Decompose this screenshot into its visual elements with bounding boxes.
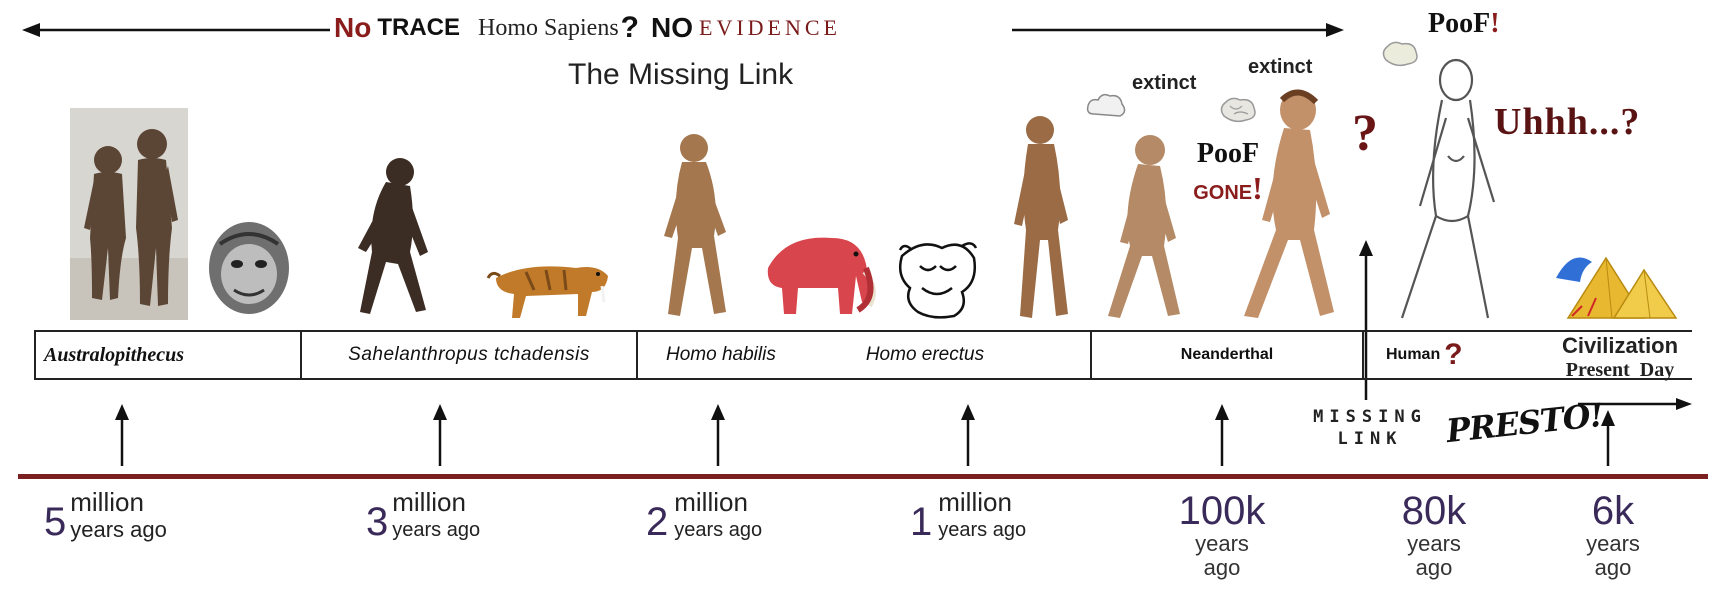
australopithecus-pair-figure — [70, 108, 188, 320]
time-1-unit: million — [70, 490, 167, 514]
time-3-num: 2 — [646, 500, 668, 545]
time-2-num: 3 — [366, 500, 388, 545]
time-label-4: 1 million years ago — [910, 490, 1026, 545]
time-4-num: 1 — [910, 500, 932, 545]
time-1-sub: years ago — [70, 518, 167, 542]
timeline-arrow-1 — [110, 404, 134, 466]
time-1-num: 5 — [44, 500, 66, 545]
time-5-num: 100k — [1164, 490, 1280, 532]
uhhh-callout: Uhhh...? — [1494, 100, 1640, 144]
time-label-5: 100k years ago — [1164, 490, 1280, 580]
timeline-line — [18, 474, 1708, 479]
banner-evidence: EVIDENCE — [699, 15, 841, 41]
time-label-7: 6k years ago — [1568, 490, 1658, 580]
cloud-icon — [1086, 92, 1126, 122]
timeline-arrow-5 — [1210, 404, 1234, 466]
species-homo-habilis: Homo habilis — [666, 344, 776, 366]
homo-habilis-figure — [650, 128, 740, 320]
time-4-unit: million — [938, 490, 1026, 514]
missing-link-line1: MISSING — [1310, 406, 1430, 428]
timeline-arrow-2 — [428, 404, 452, 466]
time-6-line3: ago — [1384, 556, 1484, 580]
time-label-6: 80k years ago — [1384, 490, 1484, 580]
banner-trace: TRACE — [377, 14, 460, 42]
missing-link-label: MISSING LINK — [1310, 406, 1430, 450]
cave-drawing-figure — [892, 236, 982, 320]
species-sahelanthropus: Sahelanthropus tchadensis — [348, 344, 590, 366]
species-box-neanderthal: Neanderthal — [1090, 330, 1364, 380]
banner-no: No — [334, 12, 371, 44]
time-4-sub: years ago — [938, 518, 1026, 542]
diagram-title: The Missing Link — [568, 58, 793, 92]
timeline-arrow-7 — [1596, 410, 1620, 466]
time-label-1: 5 million years ago — [44, 490, 167, 545]
human-sketch-figure — [1376, 56, 1516, 324]
time-5-line2: years — [1164, 532, 1280, 556]
missing-link-question: ? — [1352, 104, 1378, 163]
time-7-line3: ago — [1568, 556, 1658, 580]
banner-arrow-right — [1012, 20, 1344, 40]
species-human-question: ? — [1444, 338, 1462, 372]
banner-homo-sapiens: Homo Sapiens — [478, 15, 619, 42]
poof-top-callout: PooF ! — [1428, 8, 1500, 40]
extinct-label-2: extinct — [1248, 56, 1312, 79]
timeline-arrow-3 — [706, 404, 730, 466]
mammoth-figure — [756, 228, 880, 322]
species-box-australopithecus: Australopithecus — [34, 330, 302, 380]
poof-top: PooF — [1428, 8, 1490, 40]
time-label-2: 3 million years ago — [366, 490, 480, 545]
banner-no-2: NO — [651, 12, 693, 44]
species-neanderthal: Neanderthal — [1181, 346, 1273, 364]
sabertooth-cat-figure — [486, 252, 614, 322]
civilization-label: Civilization — [1540, 334, 1700, 358]
species-australopithecus: Australopithecus — [44, 344, 184, 367]
time-7-num: 6k — [1568, 490, 1658, 532]
chimp-head-figure — [204, 214, 294, 318]
missing-link-line2: LINK — [1310, 428, 1430, 450]
time-2-unit: million — [392, 490, 480, 514]
timeline-arrow-4 — [956, 404, 980, 466]
time-2-sub: years ago — [392, 518, 480, 542]
banner-question: ? — [621, 11, 639, 45]
time-3-sub: years ago — [674, 518, 762, 542]
time-5-line3: ago — [1164, 556, 1280, 580]
time-6-num: 80k — [1384, 490, 1484, 532]
species-box-homo: Homo habilis Homo erectus — [636, 330, 1092, 380]
species-homo-erectus: Homo erectus — [866, 344, 984, 366]
banner-text: No TRACE Homo Sapiens ? NO EVIDENCE — [334, 6, 841, 50]
time-3-unit: million — [674, 490, 762, 514]
sahelanthropus-figure — [338, 152, 450, 320]
time-6-line2: years — [1384, 532, 1484, 556]
species-box-sahelanthropus: Sahelanthropus tchadensis — [300, 330, 638, 380]
homo-erectus-figure — [1000, 110, 1080, 322]
species-human: Human — [1386, 346, 1440, 364]
banner-arrow-left — [22, 20, 332, 40]
poof-top-excl: ! — [1490, 8, 1499, 40]
time-7-line2: years — [1568, 532, 1658, 556]
presto-callout: PRESTO! — [1444, 396, 1604, 450]
pyramids-figure — [1552, 238, 1682, 320]
neanderthal-figure-2 — [1224, 84, 1354, 322]
extinct-label-1: extinct — [1132, 72, 1196, 95]
time-label-3: 2 million years ago — [646, 490, 762, 545]
species-civilization: Civilization Present Day — [1540, 334, 1700, 382]
present-day-label: Present Day — [1540, 358, 1700, 382]
